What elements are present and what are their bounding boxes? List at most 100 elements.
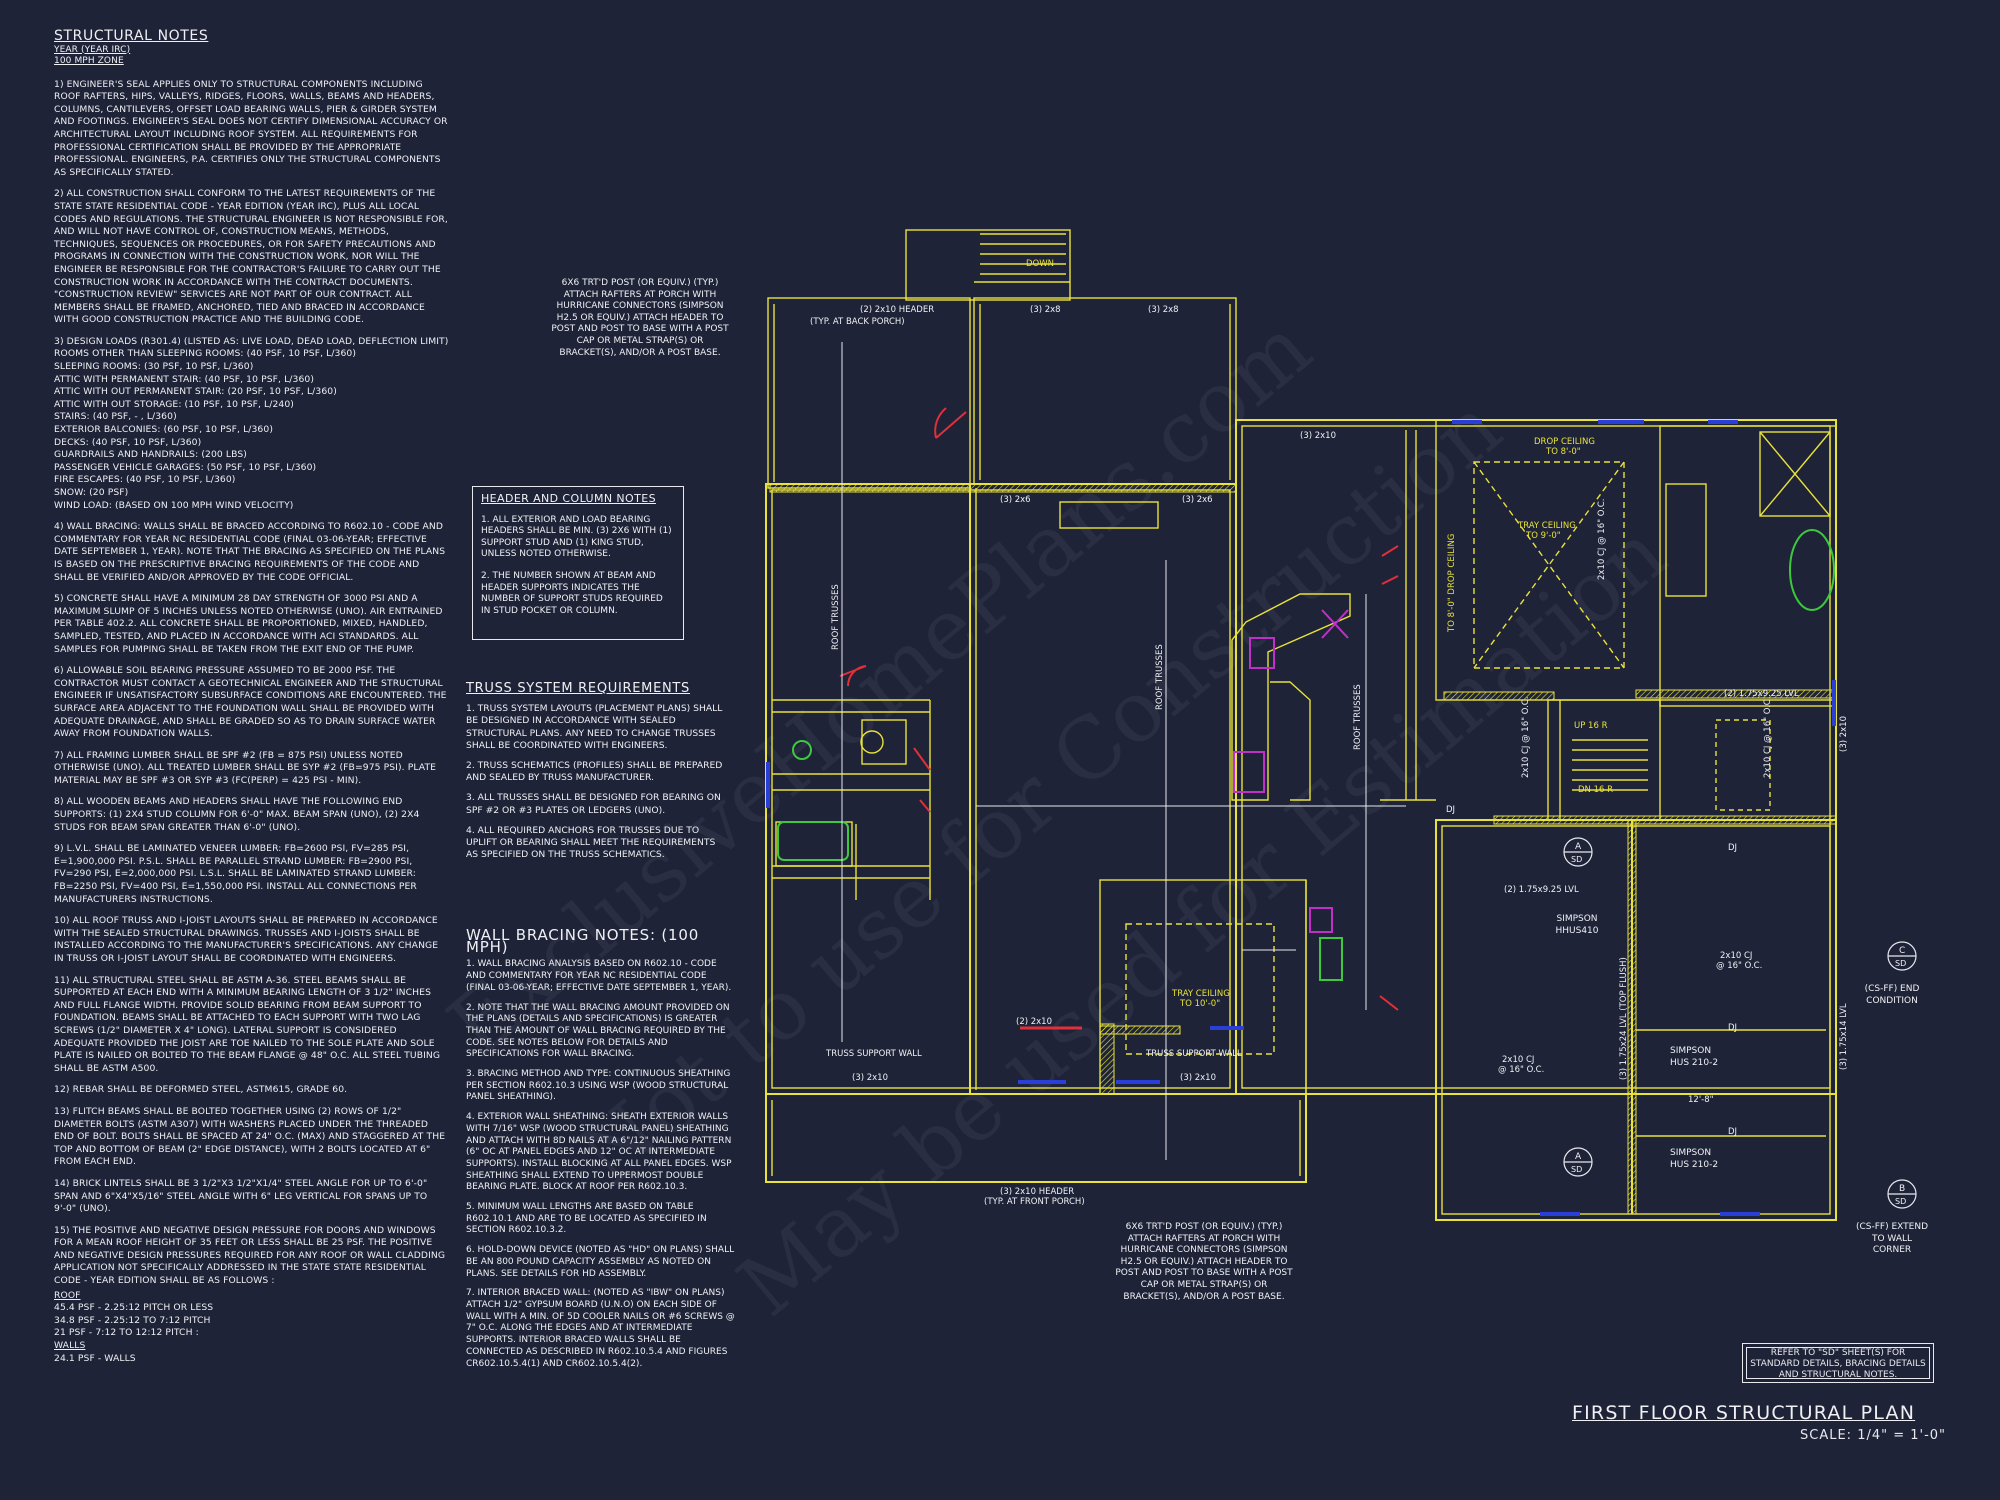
dimension-label: 12'-8"	[1688, 1095, 1714, 1105]
note-14: 14) BRICK LINTELS SHALL BE 3 1/2"x3 1/2"…	[54, 1177, 428, 1215]
lvl-label: (3) 1.75x14 LVL	[1839, 1003, 1849, 1070]
load-line: SNOW: (20 PSF)	[54, 487, 129, 498]
ceiling-joist-label: 2x10 CJ	[1720, 951, 1752, 961]
lvl-label: (2) 1.75x9.25 LVL	[1504, 885, 1579, 895]
truss-support-label: TRUSS SUPPORT WALL	[825, 1049, 922, 1059]
door-swing	[934, 407, 967, 439]
bracing-note: 4. EXTERIOR WALL SHEATHING: SHEATH EXTER…	[466, 1112, 732, 1193]
note-3-intro: 3) DESIGN LOADS (R301.4) (LISTED AS: LIV…	[54, 335, 449, 347]
walls-value: 24.1 PSF - WALLS	[54, 1352, 136, 1364]
ceiling-joist-label: 2x10 CJ @ 16" O.C.	[1763, 697, 1773, 778]
post-callout-front: 6x6 TRT'D POST (OR EQUIV.) (TYP.) ATTACH…	[1115, 1222, 1293, 1302]
load-line: ATTIC WITH PERMANENT STAIR: (40 PSF, 10 …	[54, 373, 315, 385]
front-porch	[765, 1093, 1307, 1183]
section-a-letter: A	[1575, 842, 1582, 852]
dj-label: DJ	[1446, 805, 1455, 815]
back-porch-header-sub: (TYP. AT BACK PORCH)	[810, 317, 905, 327]
roof-label: ROOF	[54, 1289, 81, 1301]
dj-label: DJ	[1728, 1127, 1737, 1137]
load-line: GUARDRAILS AND HANDRAILS: (200 LBS)	[54, 449, 247, 461]
section-a-sheet-2: SD	[1571, 1165, 1582, 1174]
note-5: 5) CONCRETE SHALL HAVE A MINIMUM 28 DAY …	[54, 593, 443, 655]
header-column-notes-box: HEADER AND COLUMN NOTES 1. ALL EXTERIOR …	[472, 486, 684, 640]
truss-requirements: TRUSS SYSTEM REQUIREMENTS 1. TRUSS SYSTE…	[466, 682, 728, 869]
structural-notes-year: YEAR (YEAR IRC)	[54, 44, 131, 55]
back-porch-header-label: (2) 2x10 HEADER	[860, 305, 934, 315]
bracing-note: 6. HOLD-DOWN DEVICE (NOTED AS "HD" ON PL…	[466, 1245, 735, 1279]
tray-ceiling-dining	[1125, 923, 1275, 1055]
section-c-sheet: SD	[1895, 959, 1906, 968]
wall-bracing-title: WALL BRACING NOTES: (100 MPH)	[466, 926, 700, 956]
drop-ceiling-label: DROP CEILING	[1534, 437, 1595, 447]
tray-ceiling-height: TO 9'-0"	[1525, 531, 1561, 541]
window	[1452, 420, 1482, 424]
load-line: WIND LOAD: (BASED ON 100 MPH WIND VELOCI…	[54, 499, 294, 511]
extend-wall-callout: (CS-FF) EXTEND TO WALL CORNER	[1855, 1222, 1929, 1256]
bracing-note: 7. INTERIOR BRACED WALL: (NOTED AS "IBW"…	[466, 1288, 735, 1369]
wall-bracing-notes: WALL BRACING NOTES: (100 MPH) 1. WALL BR…	[466, 926, 736, 1378]
truss-note: 3. ALL TRUSSES SHALL BE DESIGNED FOR BEA…	[466, 792, 721, 816]
drop-ceiling-height: TO 8'-0"	[1545, 447, 1581, 457]
lvl-label: (3) 1.75x24 LVL (TOP FLUSH)	[1619, 957, 1629, 1080]
truss-support-label: TRUSS SUPPORT WALL	[1145, 1049, 1242, 1059]
bracing-note: 3. BRACING METHOD AND TYPE: CONTINUOUS S…	[466, 1069, 731, 1103]
dj-label: DJ	[1728, 843, 1737, 853]
back-porch-right	[973, 297, 1237, 485]
plan-title: FIRST FLOOR STRUCTURAL PLAN	[1572, 1402, 1916, 1424]
structural-notes-zone: 100 mph ZONE	[54, 55, 124, 66]
load-line: STAIRS: (40 PSF, - , L/360)	[54, 411, 177, 423]
note-7: 7) ALL FRAMING LUMBER SHALL BE SPF #2 (F…	[54, 749, 437, 786]
ceiling-joist-label: 2x10 CJ @ 16" O.C.	[1521, 697, 1531, 778]
beam-label: (3) 2x10	[1839, 716, 1849, 752]
front-porch-header-label: (3) 2x10 HEADER	[1000, 1187, 1074, 1197]
ceiling-joist-label: 2x10 CJ	[1502, 1055, 1534, 1065]
lvl-label: (2) 1.75x9.25 LVL	[1724, 689, 1799, 699]
dj-label: DJ	[1728, 1023, 1737, 1033]
bathtub	[777, 821, 849, 861]
roof-trusses-label: ROOF TRUSSES	[831, 584, 841, 650]
load-line: ROOMS OTHER THAN SLEEPING ROOMS: (40 PSF…	[54, 348, 357, 360]
structural-notes: STRUCTURAL NOTES YEAR (YEAR IRC) 100 mph…	[54, 28, 450, 1365]
plan-scale: SCALE: 1/4" = 1'-0"	[1800, 1428, 1947, 1443]
front-porch-header-sub: (TYP. AT FRONT PORCH)	[984, 1197, 1085, 1207]
tray-ceiling-height: TO 10'-0"	[1179, 999, 1220, 1009]
bathtub-oval	[1789, 529, 1835, 611]
beam-hatch	[769, 483, 1237, 493]
note-10: 10) ALL ROOF TRUSS AND I-JOIST LAYOUTS S…	[54, 915, 439, 964]
back-deck-steps	[905, 229, 1071, 301]
section-c-letter: C	[1899, 946, 1905, 956]
note-15: 15) THE POSITIVE AND NEGATIVE DESIGN PRE…	[54, 1224, 446, 1287]
beam-label: (3) 2x6	[1182, 495, 1213, 505]
simpson-hus-callout-1: SIMPSON HUS 210-2	[1670, 1046, 1719, 1068]
beam-label: (3) 2x10	[852, 1073, 888, 1083]
bracing-note: 2. NOTE THAT THE WALL BRACING AMOUNT PRO…	[466, 1002, 730, 1060]
reference-note-box: REFER TO "SD" SHEET(S) FOR STANDARD DETA…	[1742, 1343, 1934, 1383]
beam-label: (3) 2x8	[1148, 305, 1179, 315]
truss-note: 2. TRUSS SCHEMATICS (PROFILES) SHALL BE …	[466, 760, 723, 784]
stair-down-label: DOWN	[1026, 259, 1054, 269]
beam-label: (3) 2x10	[1300, 431, 1336, 441]
load-line: ATTIC WITH OUT STORAGE: (10 PSF, 10 PSF,…	[54, 398, 294, 410]
note-4: 4) WALL BRACING: WALLS SHALL BE BRACED A…	[54, 521, 446, 583]
ceiling-joist-spacing: @ 16" O.C.	[1716, 961, 1762, 971]
stair-up-label: UP 16 R	[1574, 721, 1608, 731]
section-b-letter: B	[1899, 1184, 1905, 1194]
note-13: 13) FLITCH BEAMS SHALL BE BOLTED TOGETHE…	[54, 1105, 446, 1168]
load-line: FIRE ESCAPES: (40 PSF, 10 PSF, L/360)	[54, 474, 236, 486]
section-a-sheet: SD	[1571, 855, 1582, 864]
post-callout-back: 6x6 TRT'D POST (OR EQUIV.) (TYP.) ATTACH…	[551, 278, 729, 358]
walls-label: WALLS	[54, 1340, 86, 1352]
header-note: 1. ALL EXTERIOR AND LOAD BEARING HEADERS…	[481, 514, 672, 560]
load-line: EXTERIOR BALCONIES: (60 PSF, 10 PSF, L/3…	[54, 424, 274, 436]
header-column-notes-title: HEADER AND COLUMN NOTES	[481, 492, 656, 505]
roof-trusses-label: ROOF TRUSSES	[1353, 684, 1363, 750]
beam-label: (3) 2x10	[1180, 1073, 1216, 1083]
load-line: SLEEPING ROOMS: (30 PSF, 10 PSF, L/360)	[54, 361, 254, 373]
section-a-letter-2: A	[1575, 1152, 1582, 1162]
roof-trusses-label: ROOF TRUSSES	[1155, 644, 1165, 710]
cabinet-marker	[1249, 637, 1275, 669]
simpson-hus-callout-2: SIMPSON HUS 210-2	[1670, 1148, 1719, 1170]
structural-notes-title: STRUCTURAL NOTES	[54, 28, 209, 44]
note-2: 2) ALL CONSTRUCTION SHALL CONFORM TO THE…	[54, 188, 448, 326]
note-11: 11) ALL STRUCTURAL STEEL SHALL BE ASTM A…	[54, 974, 441, 1074]
